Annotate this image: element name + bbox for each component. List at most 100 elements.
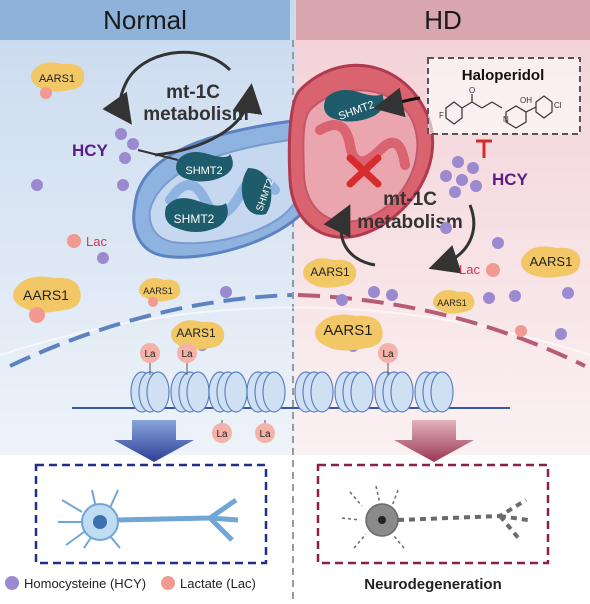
hcy-dot	[492, 237, 504, 249]
svg-text:AARS1: AARS1	[437, 298, 467, 308]
hcy-dot	[456, 174, 468, 186]
hcy-dot	[555, 328, 567, 340]
svg-text:O: O	[469, 86, 475, 95]
legend-homocysteine: Homocysteine (HCY)	[24, 576, 146, 591]
hcy-dot	[220, 286, 232, 298]
healthy-neuron-box	[34, 463, 268, 565]
hd-header	[296, 0, 590, 40]
nucleosome	[414, 371, 454, 413]
shmt2-hd: SHMT2	[324, 90, 384, 123]
la-mark: La	[212, 420, 232, 443]
mt1c-hd-line1: mt-1C	[383, 189, 437, 210]
legend-hcy-dot	[5, 576, 19, 590]
la-mark: La	[378, 343, 398, 375]
healthy-neuron-icon	[58, 489, 239, 549]
cycle-arrow-hd-left	[323, 204, 376, 267]
hcy-dot	[127, 138, 139, 150]
legend-lactate: Lactate (Lac)	[180, 576, 256, 591]
aars1-normal-small: AARS1	[138, 278, 181, 307]
degenerating-neuron-box	[316, 463, 550, 565]
svg-text:N: N	[503, 115, 509, 124]
hcy-dot	[336, 294, 348, 306]
chromatin	[72, 371, 510, 413]
blocked-x-icon	[346, 154, 382, 188]
hcy-dot	[467, 162, 479, 174]
la-mark: La	[255, 420, 275, 443]
hcy-dot	[452, 156, 464, 168]
svg-text:Lac: Lac	[459, 262, 480, 277]
cycle-arrow-normal-top	[102, 50, 232, 125]
shmt2-normal-b: SHMT2	[165, 198, 228, 232]
mt1c-normal-line2: metabolism	[143, 104, 249, 125]
hcy-dot	[470, 180, 482, 192]
lac-hd: Lac	[459, 262, 500, 277]
svg-text:AARS1: AARS1	[310, 265, 350, 279]
down-arrow-normal	[114, 420, 194, 462]
hd-title: HD	[424, 5, 462, 35]
hcy-dot	[97, 252, 109, 264]
cycle-arrow-normal-bottom	[154, 83, 263, 157]
mt1c-normal-line1: mt-1C	[166, 82, 220, 103]
svg-text:Cl: Cl	[554, 101, 562, 110]
nucleosome	[130, 371, 170, 413]
hcy-dot	[483, 292, 495, 304]
svg-text:La: La	[144, 349, 156, 360]
down-arrow-hd	[394, 420, 474, 462]
la-mark: La	[140, 343, 160, 375]
hcy-dot	[386, 289, 398, 301]
cycle-arrow-hd-right	[428, 204, 476, 274]
aars1-hd-chromatin: AARS1	[315, 314, 383, 351]
hcy-dot	[31, 179, 43, 191]
aars1-normal-top: AARS1	[31, 62, 85, 99]
nucleosome	[208, 371, 248, 413]
neurodegeneration-label: Neurodegeneration	[364, 576, 502, 593]
legend-lac-dot	[161, 576, 175, 590]
aars1-hd-b: AARS1	[521, 246, 581, 278]
haloperidol-box: Haloperidol F O N OH Cl	[427, 57, 581, 135]
hcy-dot	[119, 152, 131, 164]
mt1c-hd-line2: metabolism	[357, 212, 463, 233]
degenerating-neuron-icon	[341, 485, 529, 549]
nucleosome	[334, 371, 374, 413]
hcy-label-hd: HCY	[492, 170, 529, 189]
normal-title: Normal	[103, 5, 187, 35]
svg-text:AARS1: AARS1	[23, 287, 69, 303]
svg-text:SHMT2: SHMT2	[185, 165, 222, 177]
svg-text:La: La	[259, 429, 271, 440]
hcy-dot	[509, 290, 521, 302]
hcy-dot	[440, 222, 452, 234]
la-mark: La	[177, 343, 197, 375]
aars1-hd-c: AARS1	[432, 290, 475, 314]
svg-text:Lac: Lac	[86, 234, 107, 249]
svg-text:La: La	[216, 429, 228, 440]
svg-text:SHMT2: SHMT2	[174, 212, 215, 226]
normal-header	[0, 0, 290, 40]
lac-normal: Lac	[67, 234, 107, 249]
svg-text:AARS1: AARS1	[39, 73, 75, 85]
hcy-label-normal: HCY	[72, 141, 109, 160]
nucleosome	[374, 371, 414, 413]
svg-text:AARS1: AARS1	[176, 326, 216, 340]
svg-text:La: La	[181, 349, 193, 360]
hcy-dot	[117, 179, 129, 191]
nucleosome	[170, 371, 210, 413]
svg-text:AARS1: AARS1	[143, 286, 173, 296]
aars1-normal-mid: AARS1	[13, 276, 81, 323]
nucleosome	[294, 371, 334, 413]
svg-text:La: La	[382, 349, 394, 360]
haloperidol-label: Haloperidol	[462, 67, 545, 84]
aars1-normal-chromatin: AARS1	[171, 320, 225, 350]
aars1-hd-a: AARS1	[303, 258, 357, 288]
nucleosome	[246, 371, 286, 413]
svg-text:F: F	[439, 111, 444, 120]
hcy-dot	[115, 128, 127, 140]
svg-text:AARS1: AARS1	[530, 254, 573, 269]
nuclear-membrane-left	[9, 293, 293, 368]
svg-text:OH: OH	[520, 96, 532, 105]
hcy-dot	[562, 287, 574, 299]
hcy-dot	[449, 186, 461, 198]
haloperidol-to-shmt2-arrow	[373, 87, 421, 118]
svg-text:AARS1: AARS1	[323, 322, 372, 339]
lac-dot	[515, 325, 527, 337]
shmt2-normal-a: SHMT2	[176, 152, 233, 182]
